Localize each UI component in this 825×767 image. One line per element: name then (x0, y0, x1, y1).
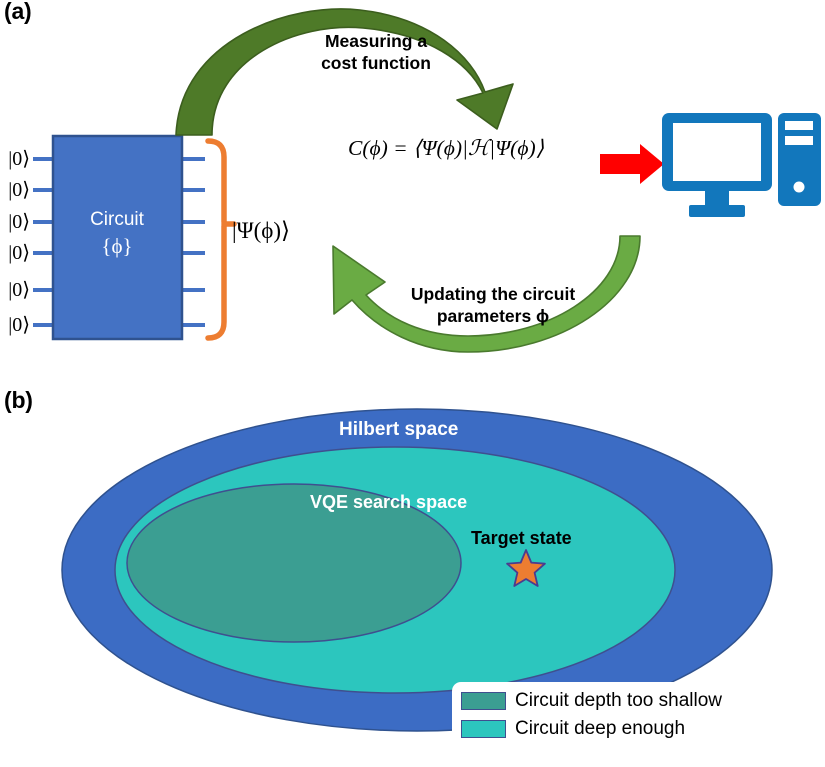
panel-a-label: (a) (4, 0, 32, 24)
qubit-ket-label-0: |0⟩ (8, 148, 30, 170)
legend-swatch-deep-enough (461, 720, 506, 738)
cost-function-equation: C(ϕ) = ⟨Ψ(ϕ)|ℋ|Ψ(ϕ)⟩ (348, 136, 545, 160)
output-state-brace (205, 138, 237, 341)
circuit-block-parameters: {ϕ} (101, 234, 133, 258)
measuring-cost-caption: Measuring a cost function (321, 31, 431, 74)
output-state-label: |Ψ(ϕ)⟩ (232, 218, 290, 243)
qubit-output-wires (181, 157, 205, 327)
vqe-search-space-label: VQE search space (310, 492, 468, 512)
qubit-input-wires (33, 157, 54, 327)
qubit-ket-label-2: |0⟩ (8, 211, 30, 233)
legend-swatch-too-shallow (461, 692, 506, 710)
circuit-block[interactable] (51, 134, 184, 341)
panel-b-label: (b) (4, 387, 33, 413)
legend: Circuit depth too shallow Circuit deep e… (452, 682, 801, 750)
legend-label-deep-enough: Circuit deep enough (515, 718, 686, 739)
classical-computer-icon (662, 113, 821, 217)
qubit-ket-label-5: |0⟩ (8, 314, 30, 336)
updating-parameters-caption: Updating the circuit parameters ϕ (410, 284, 576, 327)
measuring-cost-arrow (175, 8, 514, 136)
circuit-block-title: Circuit (90, 209, 144, 230)
legend-item-too-shallow[interactable]: Circuit depth too shallow (461, 687, 793, 715)
region-circuit-too-shallow[interactable] (126, 483, 462, 643)
target-state-label: Target state (471, 528, 572, 548)
qubit-ket-label-4: |0⟩ (8, 279, 30, 301)
legend-label-too-shallow: Circuit depth too shallow (515, 690, 722, 711)
qubit-ket-label-3: |0⟩ (8, 242, 30, 264)
qubit-ket-label-1: |0⟩ (8, 179, 30, 201)
legend-item-deep-enough[interactable]: Circuit deep enough (461, 715, 793, 743)
updating-parameters-arrow (332, 235, 641, 353)
target-state-star-icon[interactable] (506, 549, 546, 587)
result-to-computer-arrow (600, 144, 664, 184)
hilbert-space-label: Hilbert space (339, 419, 459, 440)
